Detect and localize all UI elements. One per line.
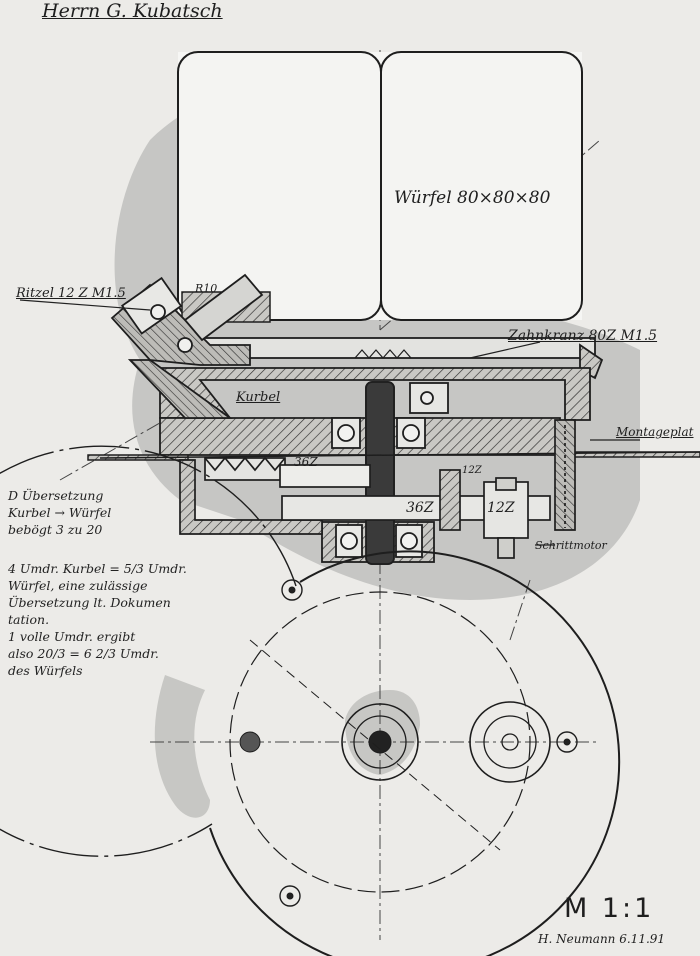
pinion bbox=[110, 273, 264, 419]
cube bbox=[177, 51, 583, 321]
ratio-notes: D Übersetzung Kurbel → Würfel bebögt 3 z… bbox=[8, 488, 187, 680]
plan-view bbox=[0, 445, 621, 956]
label-ring-gear: Zahnkranz 80Z M1.5 bbox=[508, 328, 658, 344]
label-gear-36z-a: 36Z bbox=[294, 455, 318, 469]
label-crank: Kurbel bbox=[236, 390, 281, 405]
note-line: Würfel, eine zulässige bbox=[8, 578, 148, 593]
label-gear-12z-a: 12Z bbox=[462, 465, 482, 476]
note-line: bebögt 3 zu 20 bbox=[8, 522, 103, 537]
label-radius: R10 bbox=[195, 282, 218, 295]
label-mounting-plate: Montageplat bbox=[616, 425, 694, 439]
label-gear-12z-b: 12Z bbox=[487, 500, 515, 516]
note-spacer bbox=[8, 539, 187, 561]
label-gear-36z-b: 36Z bbox=[406, 500, 434, 516]
note-line: des Würfels bbox=[8, 663, 83, 678]
gear-train bbox=[179, 419, 576, 559]
note-line: D Übersetzung bbox=[8, 488, 104, 503]
label-cube: Würfel 80×80×80 bbox=[394, 188, 551, 208]
scale-label: M 1:1 bbox=[564, 893, 655, 924]
leader-lines bbox=[19, 299, 640, 546]
note-line: Übersetzung lt. Dokumen bbox=[8, 595, 171, 610]
note-line: 1 volle Umdr. ergibt bbox=[8, 629, 136, 644]
note-line: tation. bbox=[8, 612, 50, 627]
note-line: Kurbel → Würfel bbox=[8, 505, 112, 520]
label-motor: Schrittmotor bbox=[535, 539, 607, 552]
note-line: 4 Umdr. Kurbel = 5/3 Umdr. bbox=[8, 561, 187, 576]
recipient-header: Herrn G. Kubatsch bbox=[42, 0, 223, 22]
label-pinion: Ritzel 12 Z M1.5 bbox=[16, 286, 126, 301]
note-line: also 20/3 = 6 2/3 Umdr. bbox=[8, 646, 159, 661]
signature: H. Neumann 6.11.91 bbox=[538, 932, 666, 946]
